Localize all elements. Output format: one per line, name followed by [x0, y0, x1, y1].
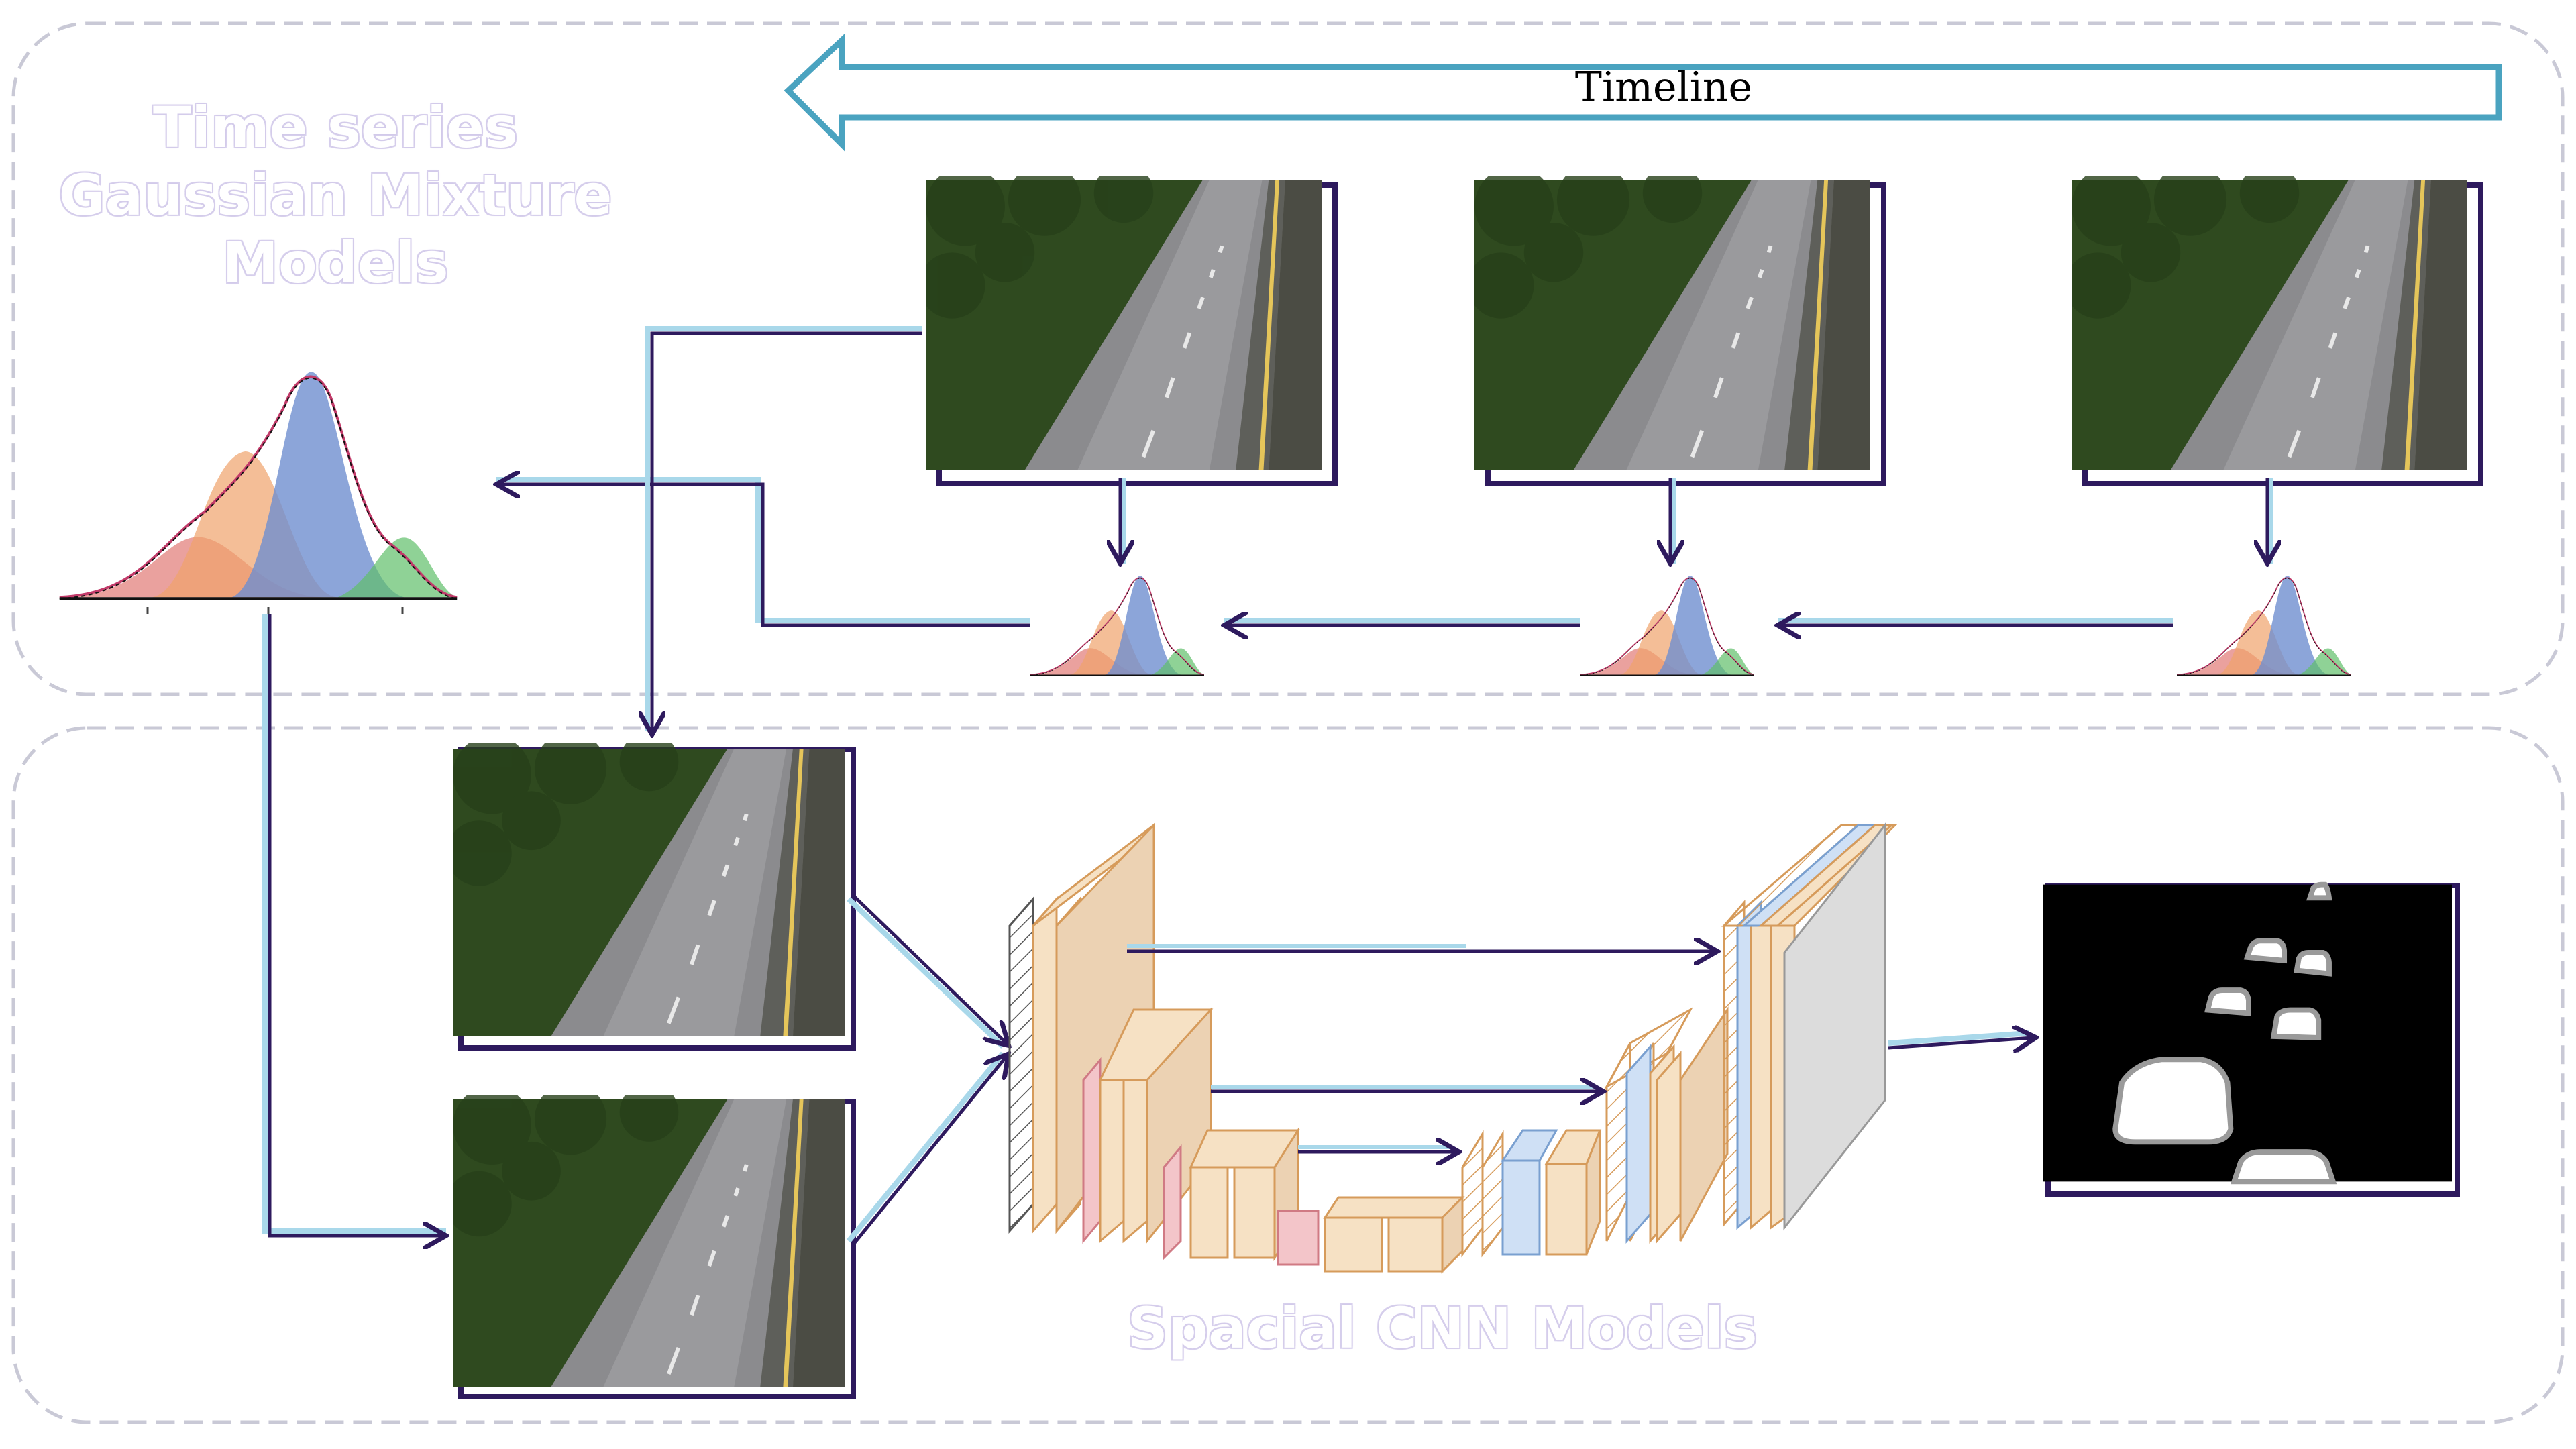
- gmm-title-line-3: Models: [222, 229, 449, 296]
- frame-to-cnn-input-arrow: [647, 326, 922, 731]
- frame-to-gmm-arrows: [1120, 478, 2271, 564]
- segmentation-mask-output: [2043, 885, 2460, 1197]
- timeline-label: Timeline: [1574, 64, 1753, 111]
- road-frame-2: [1468, 164, 1886, 486]
- gmm-plot-aggregate: [60, 372, 458, 599]
- road-frame-input-background: [446, 1083, 856, 1399]
- gmm-to-background-arrow: [262, 614, 446, 1236]
- gmm-title-line-1: Time series: [153, 95, 518, 160]
- cnn-unet-architecture: [1008, 822, 1898, 1274]
- gmm-section-title: Time series Gaussian Mixture Models: [34, 94, 637, 297]
- cnn-section-title: Spacial CNN Models: [1127, 1295, 1758, 1361]
- gmm-plot-frame-1: [1030, 575, 1204, 676]
- road-frame-3: [2065, 164, 2483, 486]
- gmm-chain-arrows: [496, 480, 2174, 625]
- gmm-section-border: [11, 21, 2565, 696]
- road-frame-input-current: [446, 733, 856, 1051]
- cnn-skip-connections: [1127, 946, 1714, 1152]
- road-frame-1: [919, 164, 1338, 486]
- cnn-to-mask-arrow: [1888, 1033, 2033, 1048]
- cnn-section-border: [11, 726, 2565, 1424]
- timeline-arrow: [784, 33, 2502, 152]
- gmm-plot-frame-3: [2177, 575, 2351, 676]
- gmm-plot-frame-2: [1580, 575, 1754, 676]
- inputs-to-cnn-arrows: [846, 894, 1006, 1246]
- gmm-title-line-2: Gaussian Mixture: [58, 162, 612, 228]
